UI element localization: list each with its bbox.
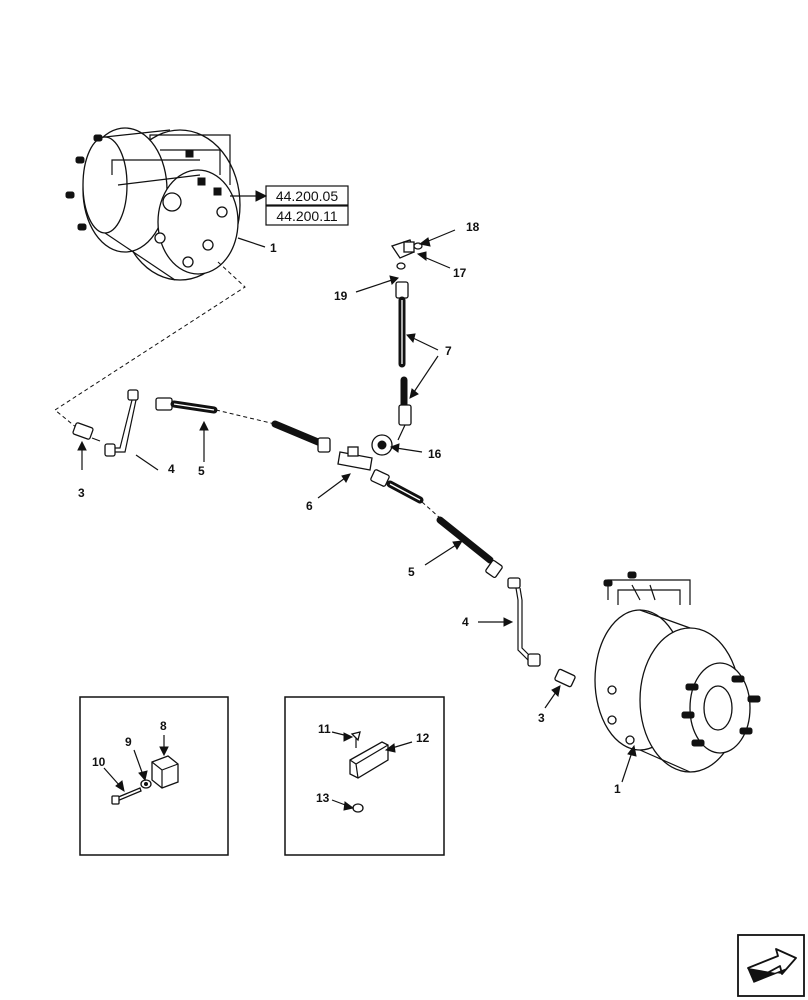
tube-right (507, 577, 541, 667)
callout-bracket: 12 (416, 731, 430, 745)
leader-motor-top (237, 237, 266, 248)
leader-hose-right (424, 544, 457, 566)
leader-tee (317, 477, 346, 499)
hose-vertical (395, 281, 412, 441)
callout-elbow-18: 18 (466, 220, 480, 234)
oring-19 (396, 262, 406, 270)
leader-fitting-right (544, 691, 557, 709)
leader-hose-vertical-b (413, 355, 439, 393)
leader-motor-bottom (621, 751, 633, 783)
callout-fitting-right: 3 (538, 711, 545, 725)
inset-box-bracket: 11 12 13 (284, 696, 445, 856)
callout-bolt: 10 (92, 755, 106, 769)
callout-plug: 8 (160, 719, 167, 733)
hose-right (370, 469, 503, 579)
callout-hose-left: 5 (198, 464, 205, 478)
leader-tube-left (135, 454, 159, 471)
elbow-fitting (390, 239, 415, 259)
callout-fitting-left: 3 (78, 486, 85, 500)
reference-arrow (230, 190, 268, 202)
screw (350, 731, 361, 742)
callout-tee: 6 (306, 499, 313, 513)
callout-screw: 11 (318, 722, 331, 736)
callout-hose-vertical: 7 (445, 344, 452, 358)
dashed-connection-top (54, 261, 246, 429)
reference-44-200-11: 44.200.11 (276, 208, 337, 224)
leader-oring-17 (423, 256, 451, 269)
callout-hose-right: 5 (408, 565, 415, 579)
tee-fitting (337, 446, 373, 471)
bulkhead-nut (371, 434, 393, 456)
callout-motor-top: 1 (270, 241, 277, 255)
inset-box-plug: 8 9 10 (79, 696, 229, 856)
callout-nut: 13 (316, 791, 330, 805)
leader-oring-19 (355, 279, 393, 293)
tube-left (104, 389, 139, 457)
callout-oring-19: 19 (334, 289, 348, 303)
hose-left (155, 397, 331, 453)
callout-washer: 9 (125, 735, 132, 749)
plug (151, 755, 179, 789)
callout-motor-bottom: 1 (614, 782, 621, 796)
callout-bulkhead-nut: 16 (428, 447, 442, 461)
reference-box-1[interactable]: 44.200.05 (265, 185, 349, 206)
leader-bulkhead-nut (395, 447, 423, 453)
callout-tube-right: 4 (462, 615, 469, 629)
reference-44-200-05: 44.200.05 (276, 188, 338, 204)
reference-box-2[interactable]: 44.200.11 (265, 205, 349, 226)
wheel-motor-top (65, 127, 241, 281)
fitting-left (72, 422, 101, 442)
next-page-arrow-icon[interactable] (737, 934, 805, 997)
fitting-right (554, 668, 576, 688)
callout-tube-left: 4 (168, 462, 175, 476)
leader-elbow-18 (425, 229, 456, 243)
callout-oring-17: 17 (453, 266, 467, 280)
leader-hose-vertical-a (412, 337, 439, 351)
wheel-motor-bottom (594, 571, 761, 773)
nut (352, 803, 364, 813)
